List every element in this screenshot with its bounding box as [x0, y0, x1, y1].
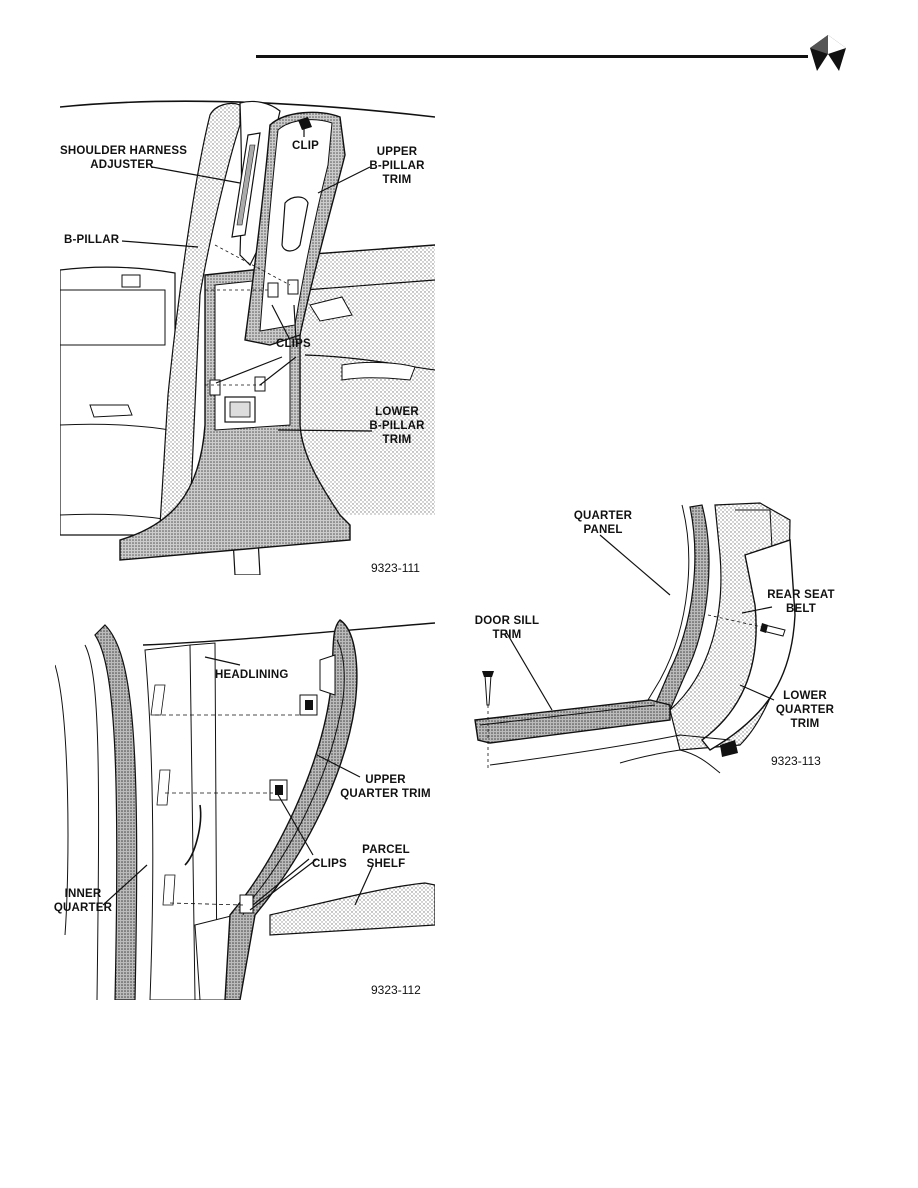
label-lower-quarter-trim: LOWER QUARTER TRIM [770, 689, 840, 731]
label-line: TRIM [790, 718, 820, 730]
label-line: SHELF [366, 858, 406, 870]
label-line: QUARTER TRIM [340, 788, 431, 800]
label-line: B-PILLAR [369, 160, 425, 172]
label-line: PARCEL [362, 844, 410, 856]
label-upper-b-pillar-trim: UPPER B-PILLAR TRIM [362, 145, 432, 187]
label-shoulder-harness-adjuster: SHOULDER HARNESS ADJUSTER [60, 144, 188, 172]
label-line: LOWER [375, 406, 419, 418]
label-line: PANEL [583, 524, 623, 536]
label-line: LOWER [783, 690, 827, 702]
label-headlining: HEADLINING [215, 669, 289, 681]
label-line: UPPER [376, 146, 418, 158]
label-line: TRIM [492, 629, 522, 641]
label-line: DOOR SILL [474, 615, 540, 627]
pentastar-icon [808, 34, 848, 74]
label-line: B-PILLAR [369, 420, 425, 432]
label-rear-seat-belt: REAR SEAT BELT [765, 588, 837, 616]
label-door-sill-trim: DOOR SILL TRIM [470, 614, 544, 642]
figure-number-112: 9323-112 [371, 983, 421, 997]
label-line: QUARTER [53, 902, 113, 914]
label-line: TRIM [382, 174, 412, 186]
figure-upper-quarter-trim [55, 615, 435, 1000]
label-line: INNER [64, 888, 102, 900]
label-clips: CLIPS [276, 338, 311, 350]
label-parcel-shelf: PARCEL SHELF [358, 843, 414, 871]
label-line: SHOULDER HARNESS [60, 145, 188, 157]
label-clip: CLIP [292, 140, 319, 152]
label-line: REAR SEAT [767, 589, 835, 601]
figure-lower-quarter-trim [470, 495, 820, 780]
label-quarter-panel: QUARTER PANEL [570, 509, 636, 537]
label-line: UPPER [365, 774, 406, 786]
label-clips-112: CLIPS [312, 858, 347, 870]
label-lower-b-pillar-trim: LOWER B-PILLAR TRIM [362, 405, 432, 447]
figure-number-113: 9323-113 [771, 754, 821, 768]
header-rule [256, 55, 808, 58]
label-line: QUARTER [573, 510, 633, 522]
label-inner-quarter: INNER QUARTER [50, 887, 116, 915]
label-b-pillar: B-PILLAR [64, 234, 120, 246]
label-line: ADJUSTER [90, 159, 154, 171]
label-line: TRIM [382, 434, 412, 446]
label-line: QUARTER [775, 704, 835, 716]
label-upper-quarter-trim: UPPER QUARTER TRIM [338, 773, 433, 801]
figure-b-pillar-trim [60, 95, 435, 575]
figure-number-111: 9323-111 [371, 561, 420, 575]
label-line: BELT [786, 603, 816, 615]
